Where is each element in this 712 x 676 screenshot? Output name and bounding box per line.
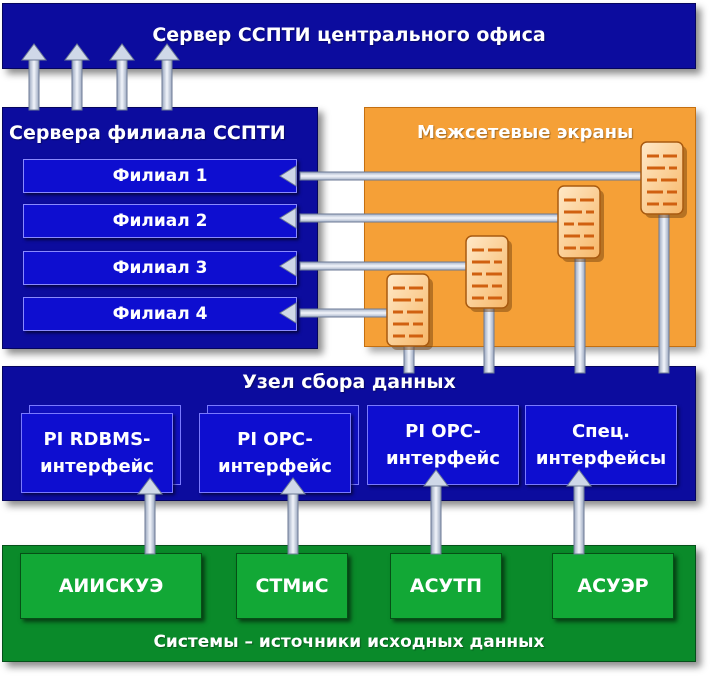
source-stmis: СТМиС xyxy=(236,553,348,619)
collection-node-panel: Узел сбора данных PI RDBMS- интерфейс PI… xyxy=(2,366,696,501)
interface-pi-opc-2-line1: PI OPC- xyxy=(405,421,481,442)
branch-1: Филиал 1 xyxy=(23,159,297,193)
interface-pi-opc-2-line2: интерфейс xyxy=(386,448,500,469)
branch-servers-panel: Сервера филиала ССПТИ Филиал 1 Филиал 2 … xyxy=(2,107,318,349)
central-server-title: Сервер ССПТИ центрального офиса xyxy=(152,24,546,46)
interface-special-line2: интерфейсы xyxy=(535,448,667,469)
source-asutp: АСУТП xyxy=(390,553,502,619)
interface-pi-opc-1-line2: интерфейс xyxy=(218,456,332,477)
interface-pi-opc-1: PI OPC- интерфейс xyxy=(199,413,351,493)
interface-pi-opc-2: PI OPC- интерфейс xyxy=(367,405,519,485)
interface-pi-opc-1-line1: PI OPC- xyxy=(237,429,313,450)
interface-pi-rdbms: PI RDBMS- интерфейс xyxy=(21,413,173,493)
collection-node-title: Узел сбора данных xyxy=(242,371,456,393)
source-systems-title: Системы – источники исходных данных xyxy=(153,632,545,652)
interface-special-line1: Спец. xyxy=(571,421,631,442)
firewalls-panel: Межсетевые экраны xyxy=(364,107,696,347)
branch-4: Филиал 4 xyxy=(23,297,297,331)
branch-2: Филиал 2 xyxy=(23,204,297,238)
source-aiiskue: АИИСКУЭ xyxy=(20,553,202,619)
central-server-panel: Сервер ССПТИ центрального офиса xyxy=(2,3,696,69)
interface-pi-rdbms-line1: PI RDBMS- xyxy=(43,429,151,450)
branch-3: Филиал 3 xyxy=(23,251,297,285)
source-asuer: АСУЭР xyxy=(552,553,674,619)
interface-special: Спец. интерфейсы xyxy=(525,405,677,485)
branch-servers-title: Сервера филиала ССПТИ xyxy=(9,122,286,144)
firewalls-title: Межсетевые экраны xyxy=(417,122,634,143)
interface-pi-rdbms-line2: интерфейс xyxy=(40,456,154,477)
